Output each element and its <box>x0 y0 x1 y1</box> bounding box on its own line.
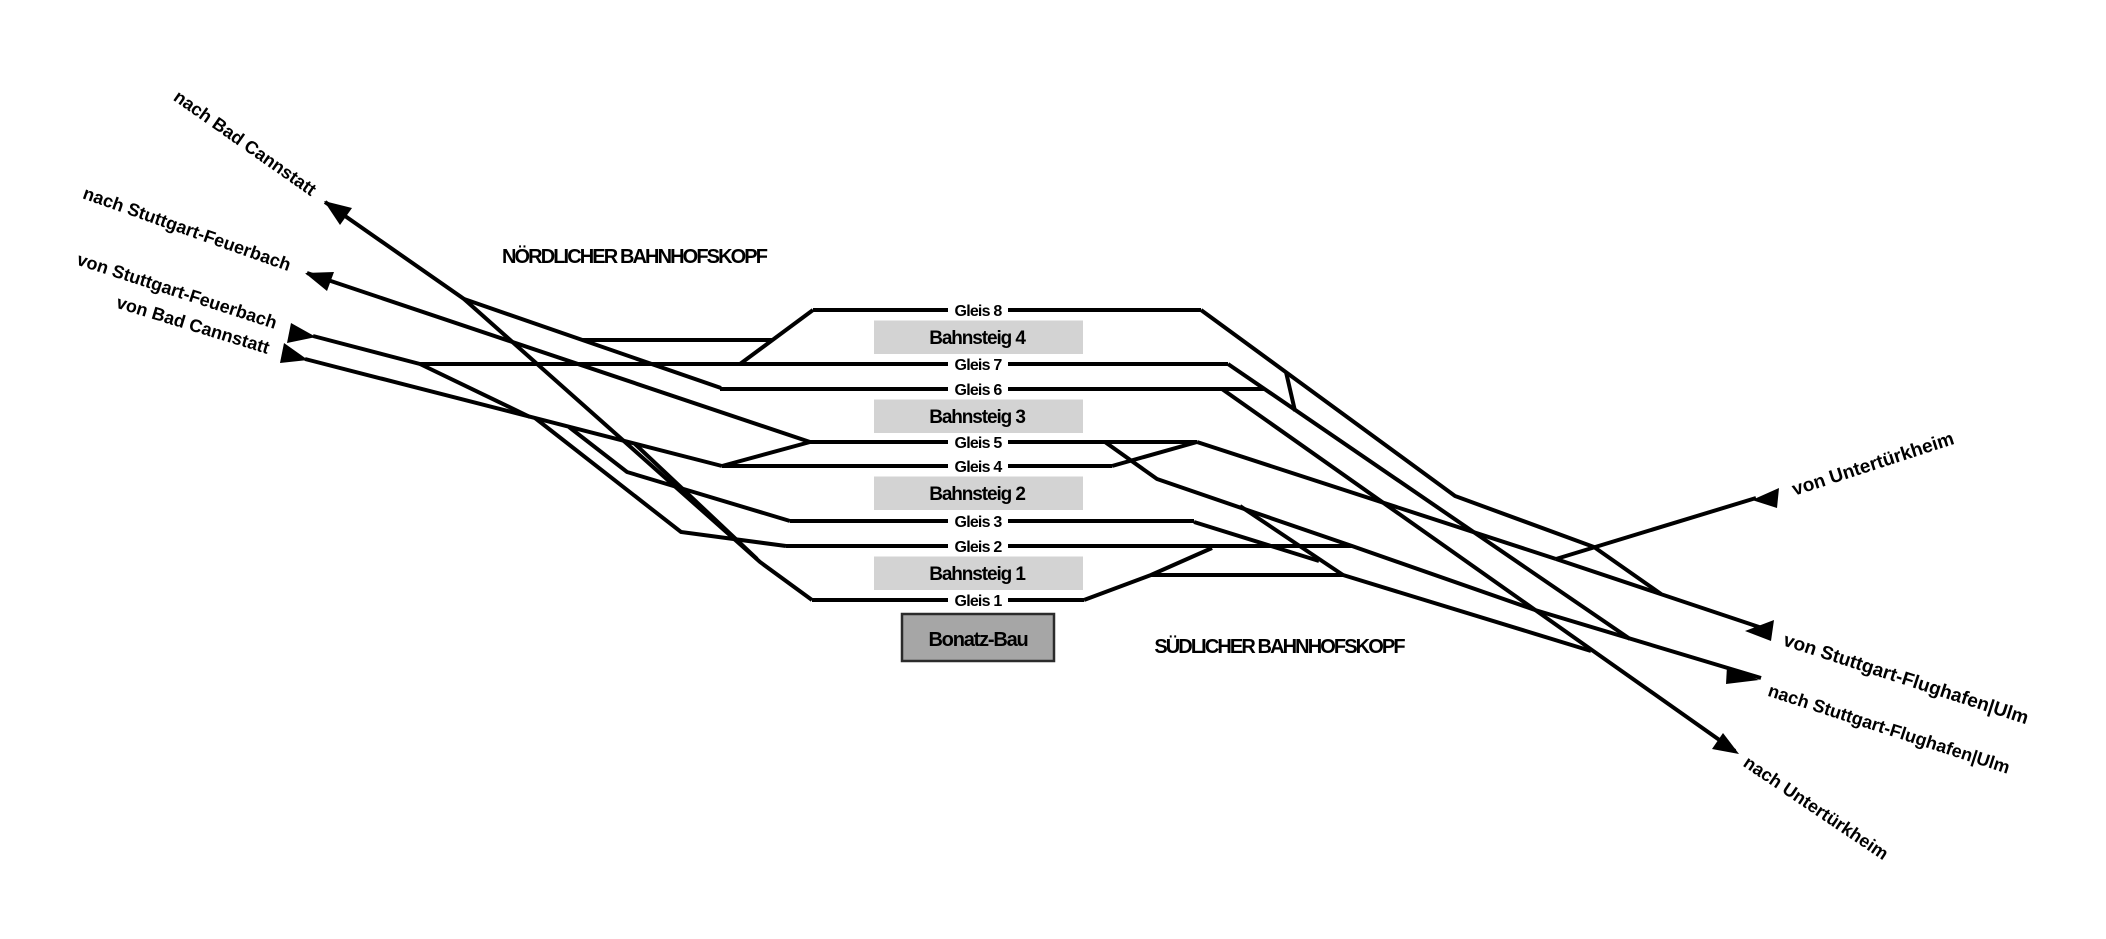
svg-text:Gleis 1: Gleis 1 <box>955 593 1003 610</box>
svg-text:Gleis 7: Gleis 7 <box>955 357 1003 374</box>
svg-text:Bahnsteig 3: Bahnsteig 3 <box>929 407 1025 428</box>
svg-text:SÜDLICHER BAHNHOFSKOPF: SÜDLICHER BAHNHOFSKOPF <box>1154 635 1405 658</box>
svg-text:nach Bad Cannstatt: nach Bad Cannstatt <box>170 86 320 199</box>
svg-text:Bahnsteig 4: Bahnsteig 4 <box>929 328 1026 349</box>
svg-text:Bahnsteig 2: Bahnsteig 2 <box>929 484 1025 505</box>
svg-text:Gleis 5: Gleis 5 <box>955 435 1003 452</box>
svg-text:Gleis 3: Gleis 3 <box>955 514 1003 531</box>
svg-text:Gleis 4: Gleis 4 <box>955 459 1003 476</box>
svg-text:von Untertürkheim: von Untertürkheim <box>1790 428 1957 500</box>
svg-text:Bonatz-Bau: Bonatz-Bau <box>928 629 1027 651</box>
svg-text:nach Untertürkheim: nach Untertürkheim <box>1740 752 1892 864</box>
svg-text:NÖRDLICHER BAHNHOFSKOPF: NÖRDLICHER BAHNHOFSKOPF <box>502 245 768 268</box>
svg-text:Gleis 8: Gleis 8 <box>955 303 1003 320</box>
svg-text:Gleis 6: Gleis 6 <box>955 382 1003 399</box>
svg-text:Bahnsteig 1: Bahnsteig 1 <box>929 564 1026 585</box>
svg-text:Gleis 2: Gleis 2 <box>955 539 1003 556</box>
